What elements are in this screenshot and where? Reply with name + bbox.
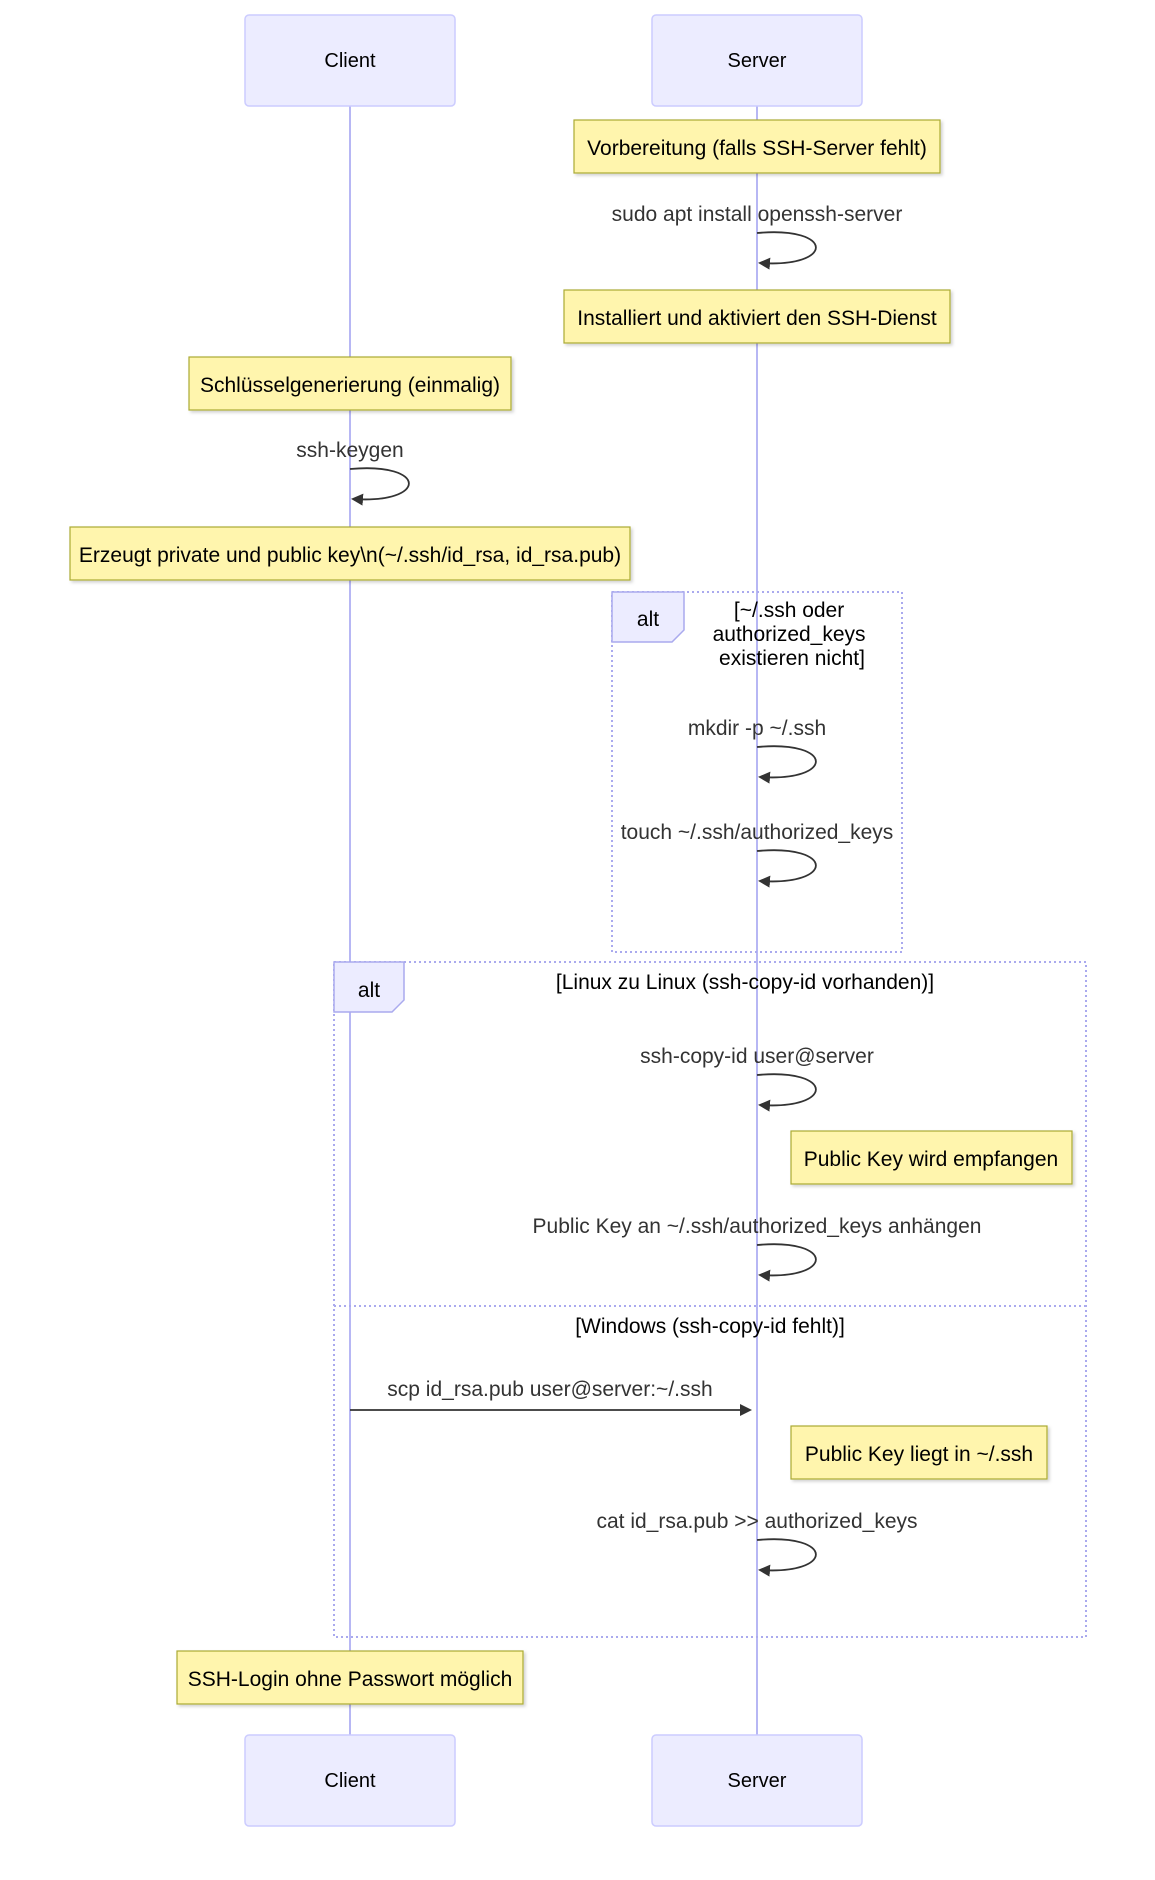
message-mkdir-ssh-label: mkdir -p ~/.ssh — [688, 717, 826, 740]
note-key-stored-text: Public Key liegt in ~/.ssh — [805, 1443, 1033, 1466]
note-key-stored: Public Key liegt in ~/.ssh — [790, 1425, 1048, 1480]
message-cat-append-key-label: cat id_rsa.pub >> authorized_keys — [596, 1510, 917, 1533]
fragment-alt-ssh-dir: alt [~/.ssh oder authorized_keys existie… — [611, 591, 903, 953]
actor-client-top-label: Client — [324, 50, 376, 72]
note-preparation-text: Vorbereitung (falls SSH-Server fehlt) — [587, 137, 927, 160]
message-install-openssh: sudo apt install openssh-server — [612, 203, 903, 270]
note-key-received-text: Public Key wird empfangen — [804, 1148, 1058, 1171]
actor-server-top[interactable]: Server — [651, 14, 863, 107]
note-keys-created-text: Erzeugt private und public key\n(~/.ssh/… — [79, 544, 621, 567]
note-key-generation-text: Schlüsselgenerierung (einmalig) — [200, 374, 500, 397]
fragment-alt-copy-method-else-condition: [Windows (ssh-copy-id fehlt)] — [575, 1315, 845, 1338]
fragment-alt-ssh-dir-condition-line-3: existieren nicht] — [719, 647, 865, 670]
message-scp-public-key: scp id_rsa.pub user@server:~/.ssh — [350, 1378, 752, 1416]
fragment-alt-ssh-dir-label: alt — [637, 608, 659, 631]
message-install-openssh-label: sudo apt install openssh-server — [612, 203, 903, 226]
note-ssh-login: SSH-Login ohne Passwort möglich — [176, 1650, 524, 1705]
fragment-alt-ssh-dir-condition-line-1: [~/.ssh oder — [734, 599, 844, 622]
fragment-alt-copy-method-condition: [Linux zu Linux (ssh-copy-id vorhanden)] — [556, 971, 934, 994]
message-ssh-keygen: ssh-keygen — [296, 439, 410, 506]
actor-client-bottom-label: Client — [324, 1770, 376, 1792]
note-installed-text: Installiert und aktiviert den SSH-Dienst — [577, 307, 937, 330]
note-keys-created: Erzeugt private und public key\n(~/.ssh/… — [69, 526, 631, 581]
fragment-alt-copy-method: alt [Linux zu Linux (ssh-copy-id vorhand… — [333, 961, 1087, 1638]
message-touch-authorized-keys: touch ~/.ssh/authorized_keys — [621, 821, 894, 888]
note-ssh-login-text: SSH-Login ohne Passwort möglich — [188, 1668, 513, 1691]
note-key-received: Public Key wird empfangen — [790, 1130, 1073, 1185]
message-append-authorized-keys: Public Key an ~/.ssh/authorized_keys anh… — [533, 1215, 982, 1282]
actor-server-bottom[interactable]: Server — [651, 1734, 863, 1827]
actor-server-bottom-label: Server — [728, 1770, 787, 1792]
message-scp-public-key-label: scp id_rsa.pub user@server:~/.ssh — [387, 1378, 712, 1401]
fragment-alt-ssh-dir-condition: [~/.ssh oder authorized_keys existieren … — [713, 599, 872, 670]
note-installed: Installiert und aktiviert den SSH-Dienst — [563, 289, 951, 344]
actor-client-bottom[interactable]: Client — [244, 1734, 456, 1827]
message-ssh-keygen-label: ssh-keygen — [296, 439, 403, 462]
message-ssh-copy-id: ssh-copy-id user@server — [640, 1045, 874, 1112]
fragment-alt-ssh-dir-condition-line-2: authorized_keys — [713, 623, 866, 646]
message-append-authorized-keys-label: Public Key an ~/.ssh/authorized_keys anh… — [533, 1215, 982, 1238]
note-key-generation: Schlüsselgenerierung (einmalig) — [188, 356, 512, 411]
actor-client-top[interactable]: Client — [244, 14, 456, 107]
note-preparation: Vorbereitung (falls SSH-Server fehlt) — [573, 119, 941, 174]
message-mkdir-ssh: mkdir -p ~/.ssh — [688, 717, 826, 784]
message-touch-authorized-keys-label: touch ~/.ssh/authorized_keys — [621, 821, 894, 844]
message-ssh-copy-id-label: ssh-copy-id user@server — [640, 1045, 874, 1068]
actor-server-top-label: Server — [728, 50, 787, 72]
fragment-alt-copy-method-label: alt — [358, 979, 380, 1002]
message-cat-append-key: cat id_rsa.pub >> authorized_keys — [596, 1510, 918, 1577]
